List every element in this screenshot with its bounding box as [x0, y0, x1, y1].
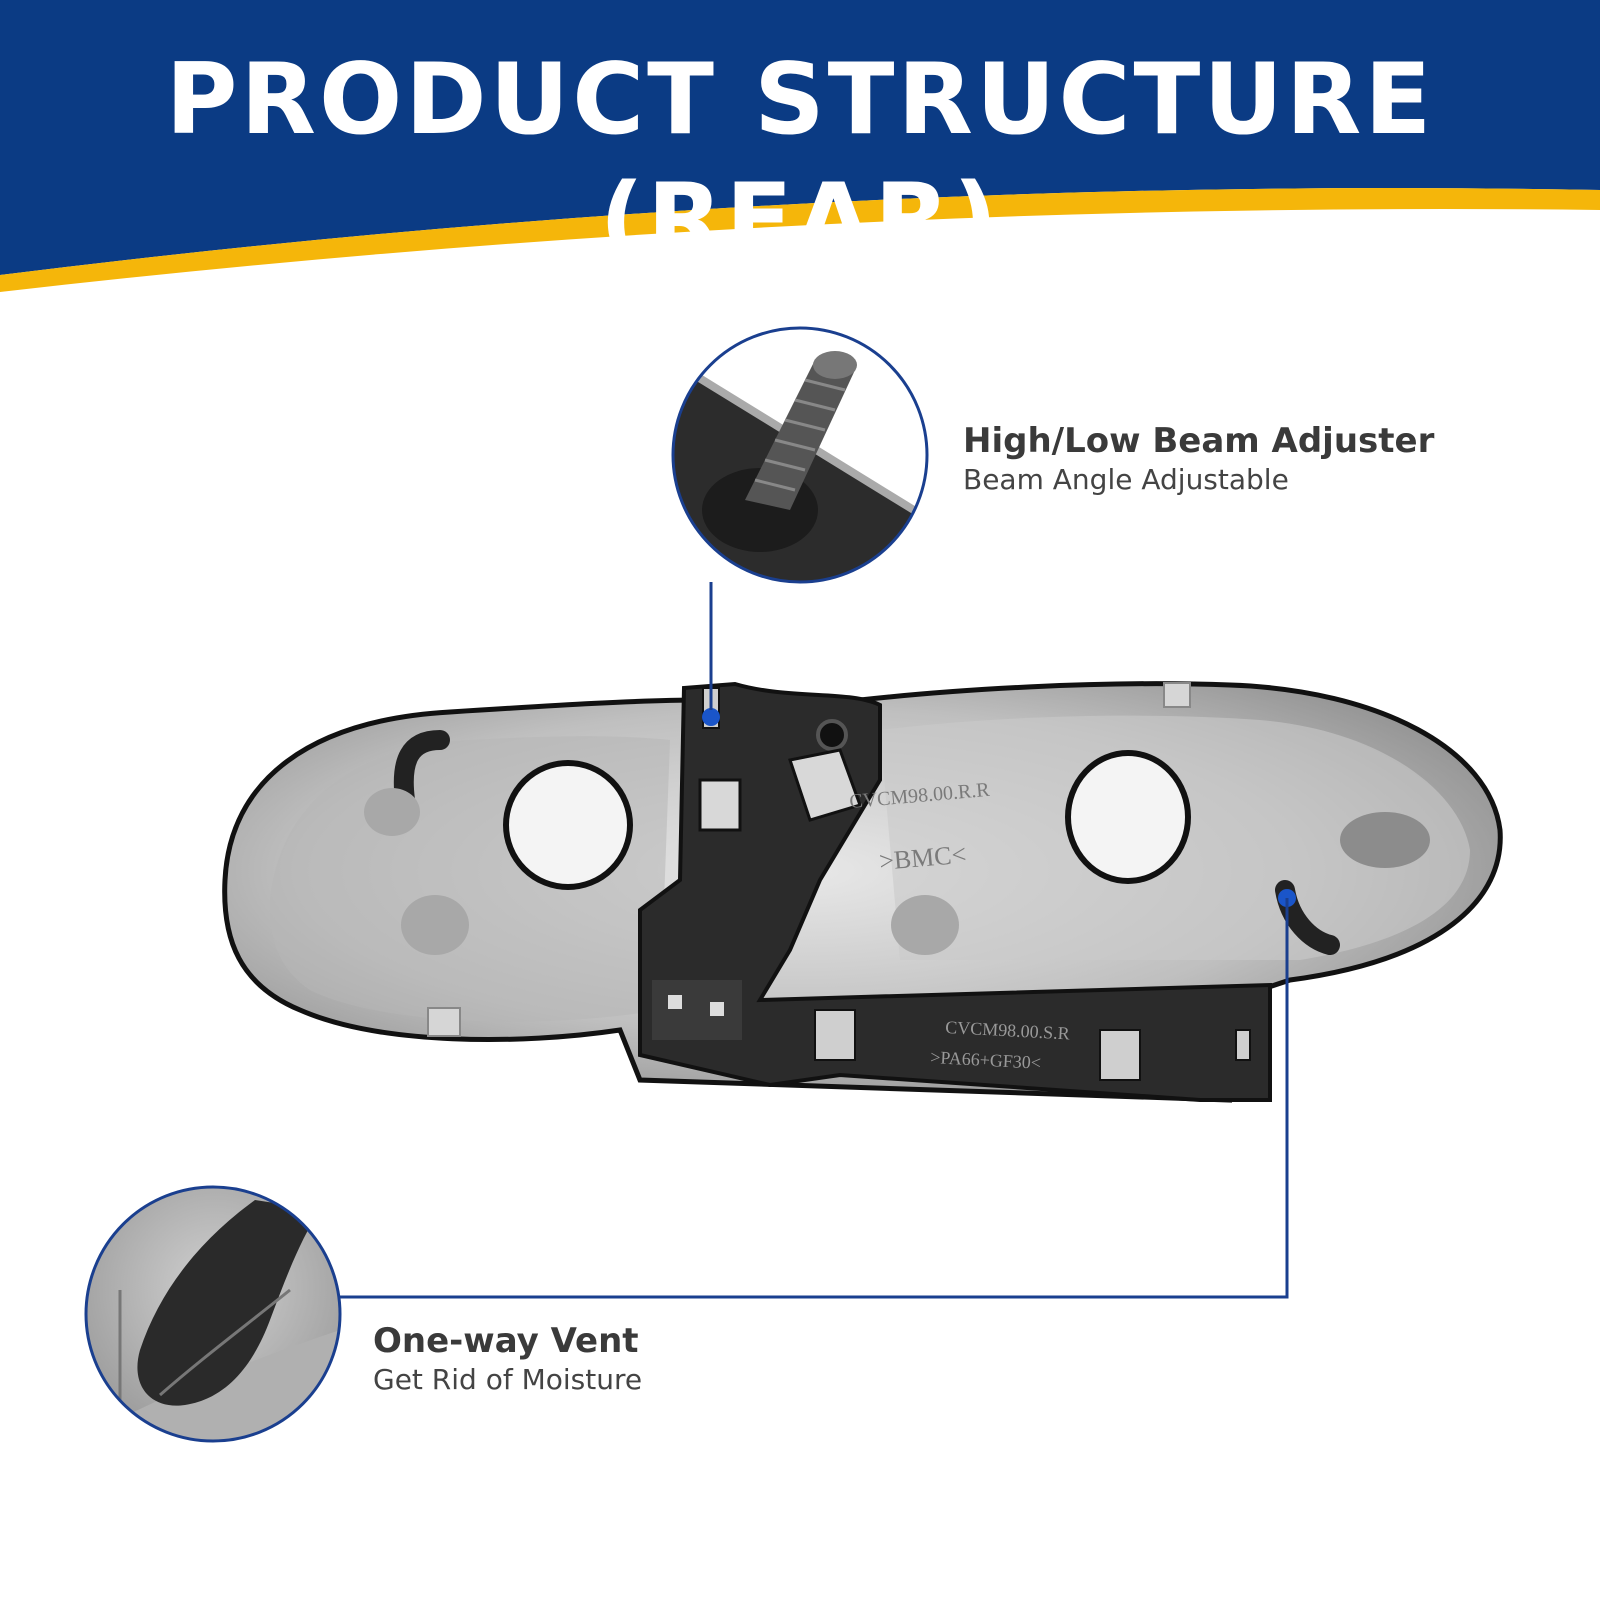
mounting-bracket	[638, 681, 1272, 1102]
bulb-socket-right	[1065, 750, 1191, 884]
zoom-circle-vent	[84, 1185, 342, 1443]
page-title: PRODUCT STRUCTURE (REAR)	[165, 43, 1435, 277]
callout-one-way-vent: One-way Vent Get Rid of Moisture	[373, 1320, 642, 1398]
leader-line-vent	[340, 898, 1289, 1299]
bulb-socket-left	[503, 760, 633, 890]
callout-beam-adjuster: High/Low Beam Adjuster Beam Angle Adjust…	[963, 420, 1434, 498]
callout-title: High/Low Beam Adjuster	[963, 421, 1435, 461]
callout-subtitle: Get Rid of Moisture	[373, 1363, 643, 1396]
callout-subtitle: Beam Angle Adjustable	[963, 463, 1289, 496]
header-banner	[0, 0, 1600, 292]
callout-title: One-way Vent	[373, 1321, 639, 1361]
zoom-circle-adjuster	[671, 326, 929, 584]
